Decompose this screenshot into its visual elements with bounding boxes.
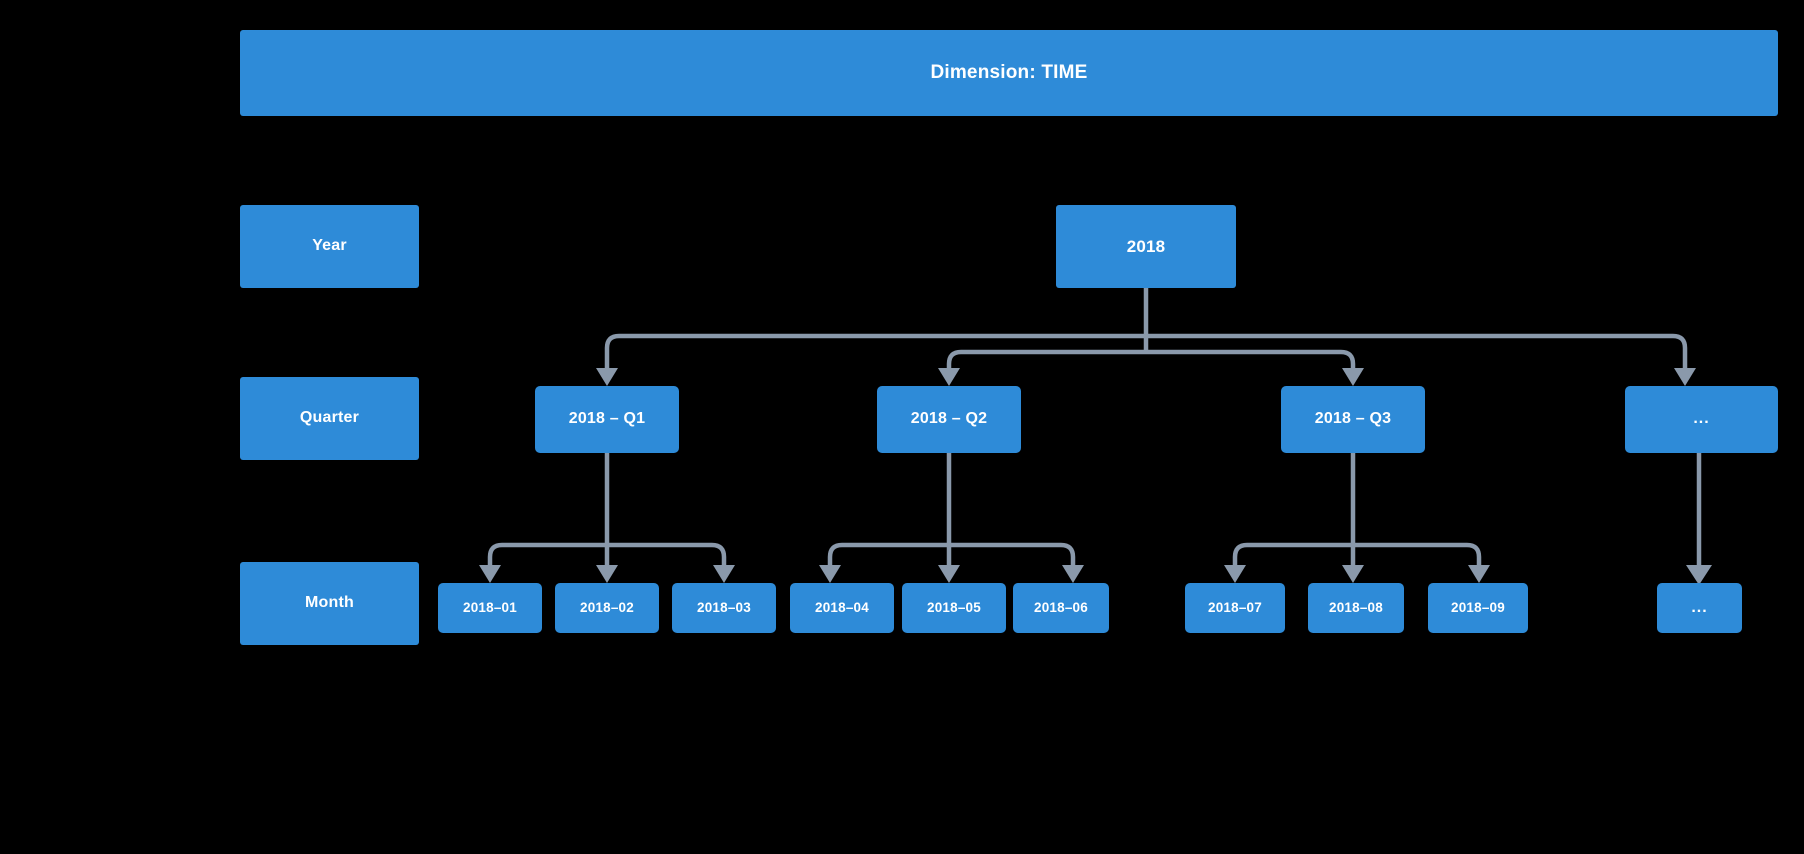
month-node-2018-09: 2018–09: [1428, 583, 1528, 633]
row-label-month: Month: [240, 562, 419, 645]
month-node-ellipsis: ...: [1657, 583, 1742, 633]
month-node-2018-07: 2018–07: [1185, 583, 1285, 633]
month-node-2018-05: 2018–05: [902, 583, 1006, 633]
month-node-2018-08: 2018–08: [1308, 583, 1404, 633]
quarter-node-q2: 2018 – Q2: [877, 386, 1021, 453]
quarter-node-q3: 2018 – Q3: [1281, 386, 1425, 453]
row-label-year: Year: [240, 205, 419, 288]
quarter-node-ellipsis: ...: [1625, 386, 1778, 453]
dimension-header: Dimension: TIME: [240, 30, 1778, 116]
month-node-2018-04: 2018–04: [790, 583, 894, 633]
year-node-2018: 2018: [1056, 205, 1236, 288]
row-label-quarter: Quarter: [240, 377, 419, 460]
month-node-2018-01: 2018–01: [438, 583, 542, 633]
month-node-2018-02: 2018–02: [555, 583, 659, 633]
quarter-node-q1: 2018 – Q1: [535, 386, 679, 453]
month-node-2018-06: 2018–06: [1013, 583, 1109, 633]
month-node-2018-03: 2018–03: [672, 583, 776, 633]
